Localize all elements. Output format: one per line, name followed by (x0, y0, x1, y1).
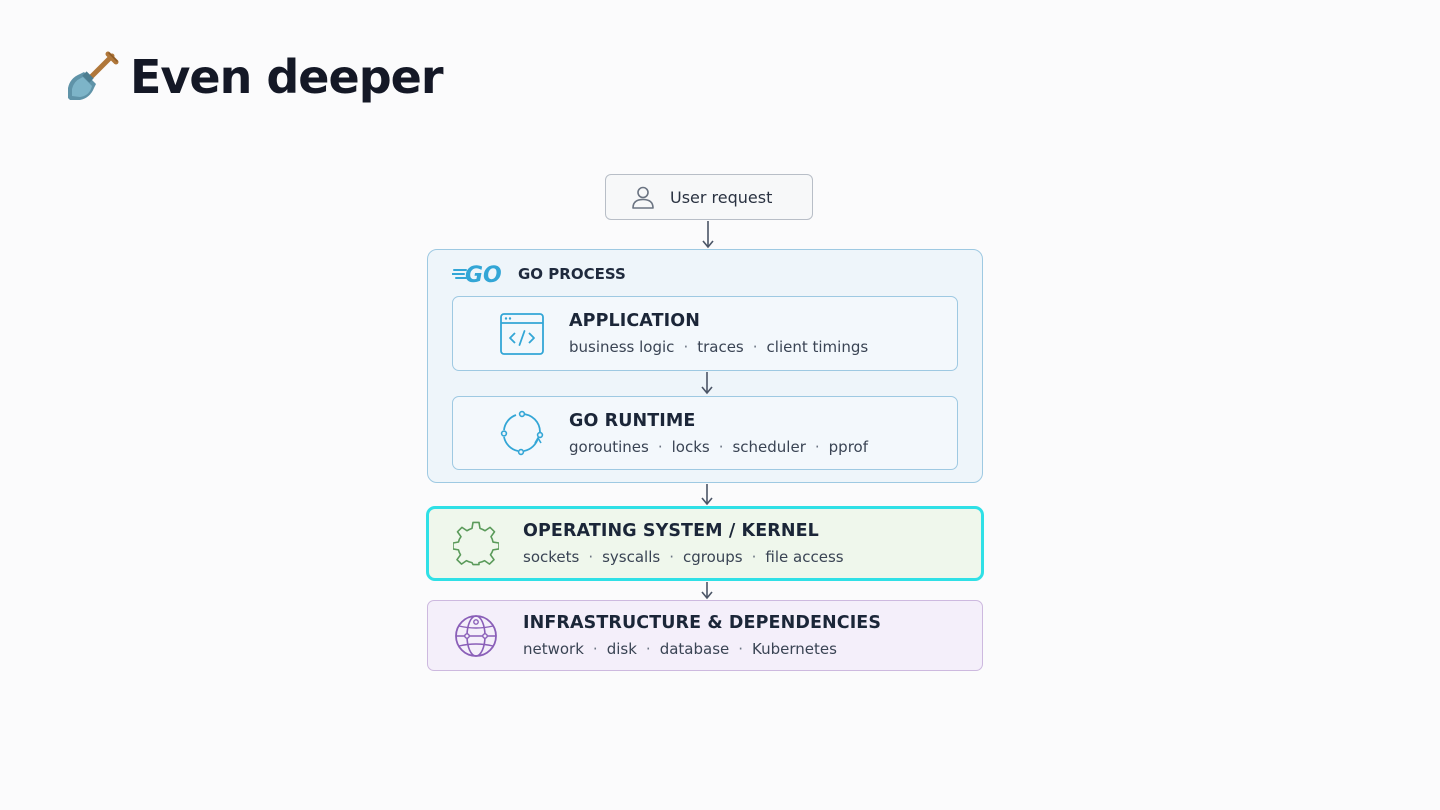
layer-title: OPERATING SYSTEM / KERNEL (523, 521, 819, 541)
layer-item: syscalls (602, 548, 661, 566)
separator-dot: · (814, 437, 820, 456)
layer-title: INFRASTRUCTURE & DEPENDENCIES (523, 613, 882, 633)
go-process-header: GO GO PROCESS (452, 260, 626, 288)
layer-item: pprof (828, 437, 868, 456)
separator-dot: · (669, 548, 674, 566)
separator-dot: · (592, 640, 598, 658)
layer-item: network (523, 640, 584, 658)
arrow-down-icon (701, 372, 713, 395)
user-icon (632, 186, 654, 209)
arrow-down-icon (701, 484, 713, 506)
go-process-label: GO PROCESS (518, 265, 626, 283)
layer-item: database (659, 640, 730, 658)
layer-item: client timings (766, 338, 869, 356)
go-logo-text: GO (465, 263, 502, 288)
layer-go-runtime: GO RUNTIME goroutines · locks · scheduler · pp… (452, 396, 958, 470)
layer-item: scheduler (732, 437, 806, 456)
user-request-label: User request (670, 187, 773, 207)
layer-item: locks (671, 437, 710, 456)
gear-icon (453, 521, 499, 565)
layer-application: APPLICATION business logic · traces · client… (452, 296, 958, 371)
separator-dot: · (588, 548, 594, 566)
arrow-down-icon (702, 221, 714, 249)
layer-title: APPLICATION (569, 311, 700, 331)
layer-items: goroutines · locks · scheduler · pprof (569, 438, 868, 456)
layer-item: Kubernetes (752, 640, 837, 658)
separator-dot: · (718, 437, 724, 456)
arrow-down-icon (701, 582, 713, 600)
layer-item: business logic (569, 338, 675, 356)
layer-item: goroutines (569, 437, 649, 456)
layer-items: sockets · syscalls · cgroups · file access (523, 548, 844, 566)
layer-item: file access (765, 548, 844, 566)
layer-item: traces (697, 338, 744, 356)
code-window-icon (500, 312, 544, 355)
slide-title: Even deeper (62, 46, 444, 108)
layer-title: GO RUNTIME (569, 410, 696, 431)
layer-items: network · disk · database · Kubernetes (523, 640, 881, 658)
layer-infrastructure: INFRASTRUCTURE & DEPENDENCIES network · di… (427, 600, 983, 671)
title-text: Even deeper (130, 50, 444, 104)
cycle-icon (500, 410, 544, 456)
globe-icon (455, 614, 497, 657)
separator-dot: · (752, 338, 758, 356)
layer-item: cgroups (683, 548, 743, 566)
layer-item: disk (606, 640, 637, 658)
separator-dot: · (657, 437, 663, 456)
user-request-box: User request (605, 174, 813, 220)
separator-dot: · (645, 640, 651, 658)
go-logo: GO (452, 263, 502, 288)
separator-dot: · (683, 338, 689, 356)
layer-item: sockets (523, 548, 580, 566)
separator-dot: · (738, 640, 744, 658)
shovel-icon (68, 51, 119, 100)
separator-dot: · (751, 548, 757, 566)
layer-items: business logic · traces · client timings (569, 338, 868, 356)
layer-operating-system: OPERATING SYSTEM / KERNEL sockets · syscal… (426, 506, 984, 581)
